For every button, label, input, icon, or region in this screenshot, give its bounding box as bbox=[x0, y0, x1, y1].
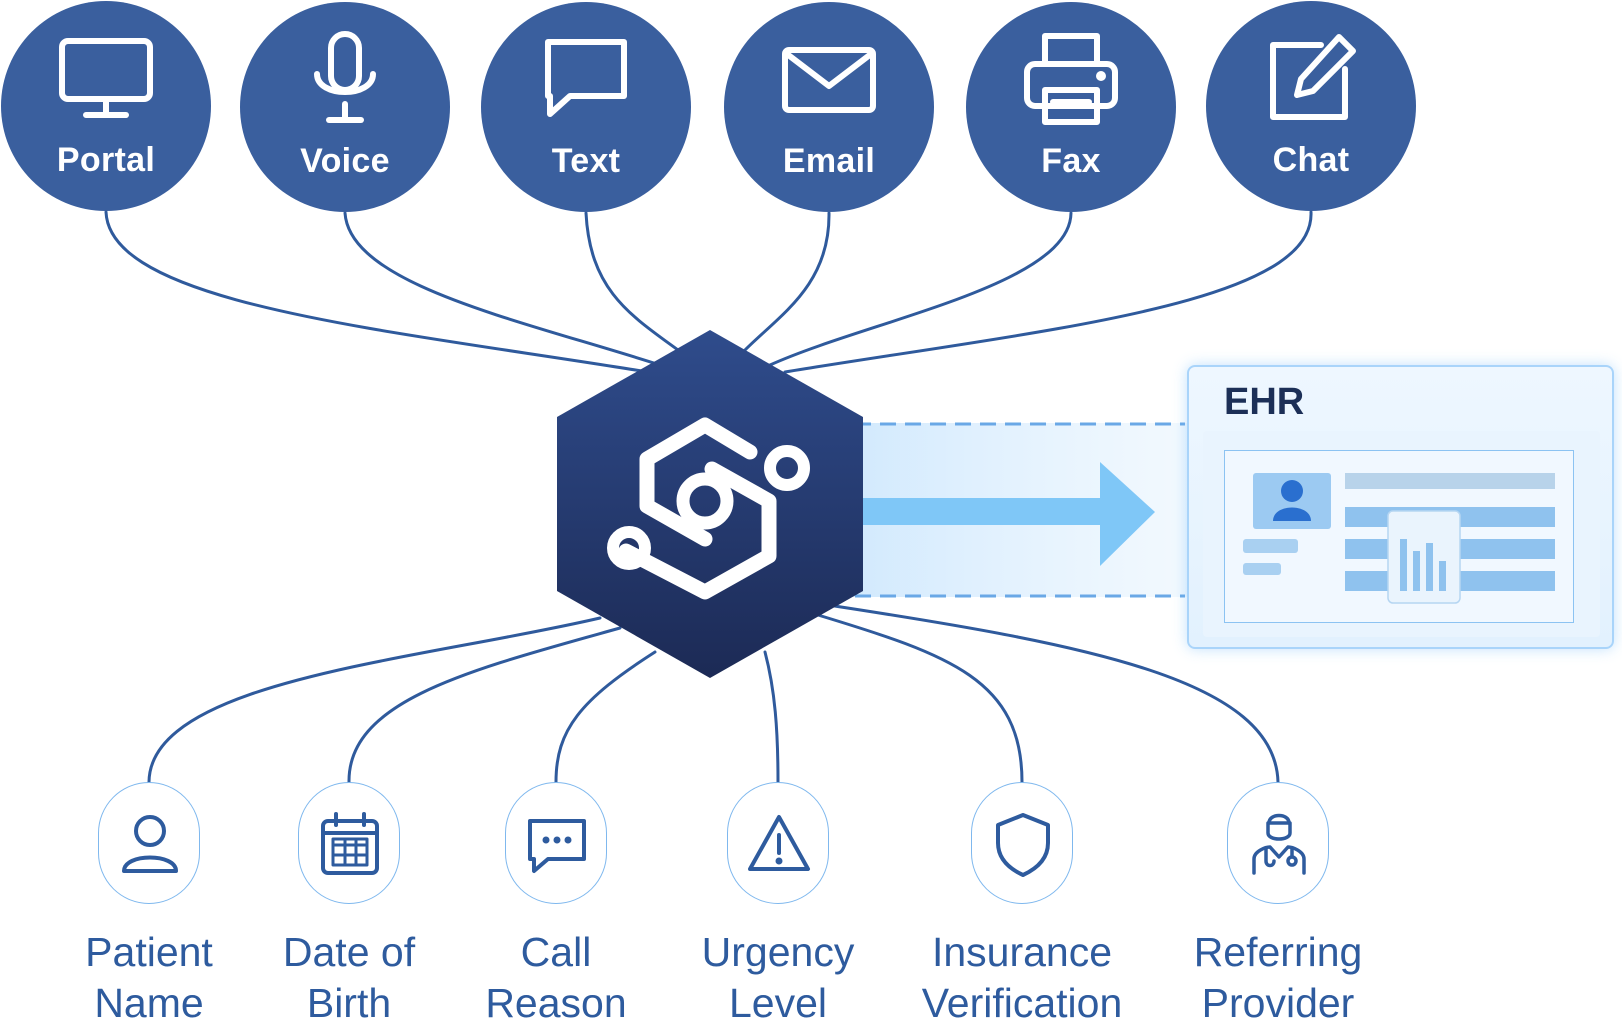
field-label-urgency-level: Urgency Level bbox=[653, 927, 903, 1029]
connector-call-reason bbox=[554, 650, 657, 784]
channel-email[interactable]: Email bbox=[724, 2, 934, 212]
channel-portal[interactable]: Portal bbox=[1, 1, 211, 211]
label-line: Call bbox=[520, 929, 592, 975]
envelope-icon bbox=[782, 47, 876, 113]
field-call-reason[interactable] bbox=[505, 782, 607, 904]
field-referring-provider[interactable] bbox=[1227, 782, 1329, 904]
connector-urgency-level bbox=[763, 650, 780, 784]
arrow-shaft bbox=[860, 498, 1105, 525]
channel-label: Chat bbox=[1272, 141, 1350, 179]
label-line: Reason bbox=[485, 980, 627, 1026]
patient-record-icon bbox=[1243, 473, 1555, 604]
channel-label: Voice bbox=[300, 142, 390, 180]
hub-hexagon bbox=[557, 330, 863, 678]
calendar-icon bbox=[321, 812, 379, 875]
label-line: Verification bbox=[921, 980, 1123, 1026]
field-urgency-level[interactable] bbox=[727, 782, 829, 904]
field-insurance-verification[interactable] bbox=[971, 782, 1073, 904]
channel-voice[interactable]: Voice bbox=[240, 2, 450, 212]
label-line: Level bbox=[728, 980, 827, 1026]
connector-referring-provider bbox=[826, 603, 1280, 784]
connector-patient-name bbox=[147, 616, 602, 784]
user-icon bbox=[122, 815, 178, 873]
field-label-call-reason: Call Reason bbox=[431, 927, 681, 1029]
field-date-of-birth[interactable] bbox=[298, 782, 400, 904]
monitor-icon bbox=[59, 38, 153, 118]
channel-text[interactable]: Text bbox=[481, 2, 691, 212]
label-line: Insurance bbox=[931, 929, 1113, 975]
hub-logo-icon bbox=[607, 417, 810, 600]
connector-portal bbox=[104, 210, 650, 374]
channel-label: Fax bbox=[1041, 142, 1101, 180]
connector-email bbox=[743, 211, 831, 352]
arrow-head bbox=[1100, 462, 1155, 566]
label-line: Date of bbox=[282, 929, 416, 975]
chat-dots-icon bbox=[528, 819, 586, 873]
channel-label: Portal bbox=[56, 141, 156, 179]
ehr-window[interactable]: EHR bbox=[1187, 365, 1614, 649]
shield-icon bbox=[996, 813, 1050, 877]
connector-chat bbox=[783, 210, 1313, 374]
label-line: Provider bbox=[1201, 980, 1355, 1026]
printer-icon bbox=[1024, 33, 1118, 125]
label-line: Referring bbox=[1193, 929, 1363, 975]
channel-fax[interactable]: Fax bbox=[966, 2, 1176, 212]
channel-label: Email bbox=[782, 142, 876, 180]
message-bubble-icon bbox=[545, 39, 627, 117]
channel-chat[interactable]: Chat bbox=[1206, 1, 1416, 211]
microphone-icon bbox=[314, 31, 376, 123]
edit-icon bbox=[1270, 34, 1356, 120]
connector-voice bbox=[343, 211, 662, 367]
ehr-title: EHR bbox=[1224, 381, 1305, 423]
channel-label: Text bbox=[551, 142, 621, 180]
label-line: Urgency bbox=[701, 929, 855, 975]
field-label-referring-provider: Referring Provider bbox=[1153, 927, 1403, 1029]
label-line: Patient bbox=[85, 929, 213, 975]
warning-icon bbox=[748, 815, 810, 871]
field-label-insurance-verification: Insurance Verification bbox=[887, 927, 1157, 1029]
patient-record-card bbox=[1224, 450, 1574, 623]
connector-text bbox=[584, 211, 680, 352]
connector-date-of-birth bbox=[347, 626, 622, 784]
field-patient-name[interactable] bbox=[98, 782, 200, 904]
connector-fax bbox=[768, 211, 1073, 367]
connector-insurance-verification bbox=[816, 613, 1024, 784]
doctor-icon bbox=[1252, 813, 1306, 875]
